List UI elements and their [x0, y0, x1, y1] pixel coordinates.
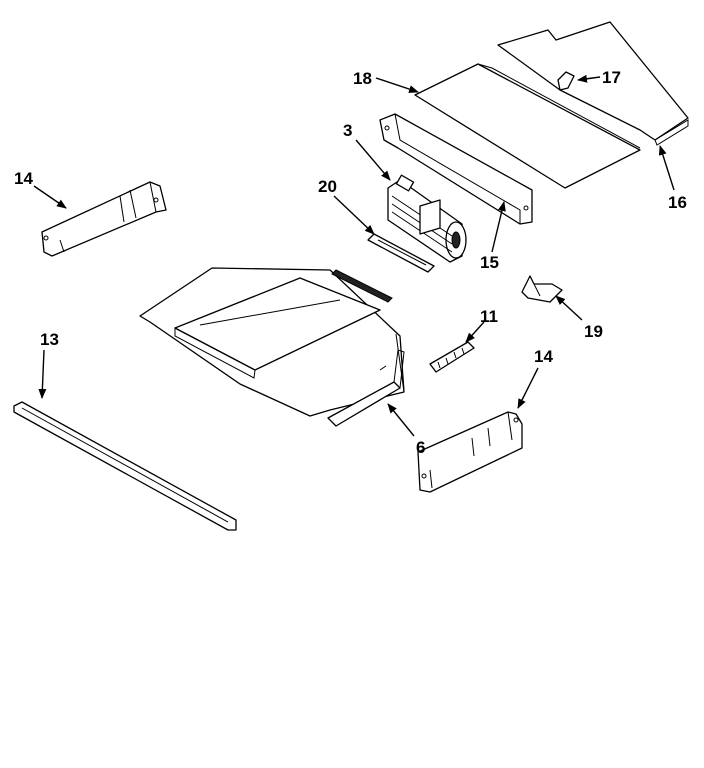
part-6-rail — [327, 349, 405, 427]
part-14-right-side-bracket — [417, 411, 523, 493]
hood-duct-assembly — [139, 267, 405, 417]
part-3-fan-motor — [387, 174, 467, 263]
part-18-shield-panel — [414, 63, 641, 189]
part-20-strip — [367, 233, 435, 273]
part-14-left-side-bracket — [41, 181, 167, 257]
callout-6: 6 — [416, 438, 425, 457]
callout-15: 15 — [480, 253, 499, 272]
callout-3: 3 — [343, 121, 352, 140]
callout-14-right: 14 — [534, 347, 553, 366]
part-19-small-bracket — [521, 275, 563, 303]
part-17-clip — [557, 71, 575, 91]
callout-11: 11 — [480, 307, 498, 326]
callout-18: 18 — [353, 69, 372, 88]
callout-14-left: 14 — [14, 169, 33, 188]
callout-19: 19 — [584, 322, 603, 341]
callout-20: 20 — [318, 177, 337, 196]
part-13-trim-strip — [13, 401, 237, 531]
callout-17: 17 — [602, 68, 621, 87]
callout-13: 13 — [40, 330, 59, 349]
callout-leaders — [33, 74, 675, 437]
part-11-terminal-block — [429, 341, 475, 373]
callout-16: 16 — [668, 193, 687, 212]
part-15-bracket — [379, 113, 533, 225]
part-16-top-panel — [497, 21, 689, 146]
